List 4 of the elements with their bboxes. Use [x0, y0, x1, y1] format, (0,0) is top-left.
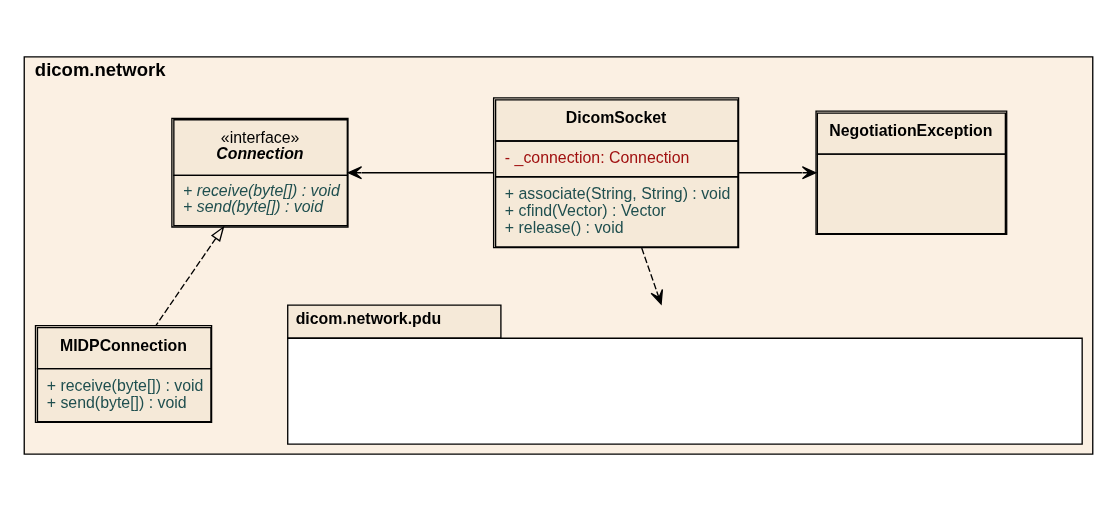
arrow: [155, 225, 225, 327]
arrow: [641, 247, 664, 305]
arrow: [347, 166, 494, 180]
arrow: [738, 166, 817, 180]
